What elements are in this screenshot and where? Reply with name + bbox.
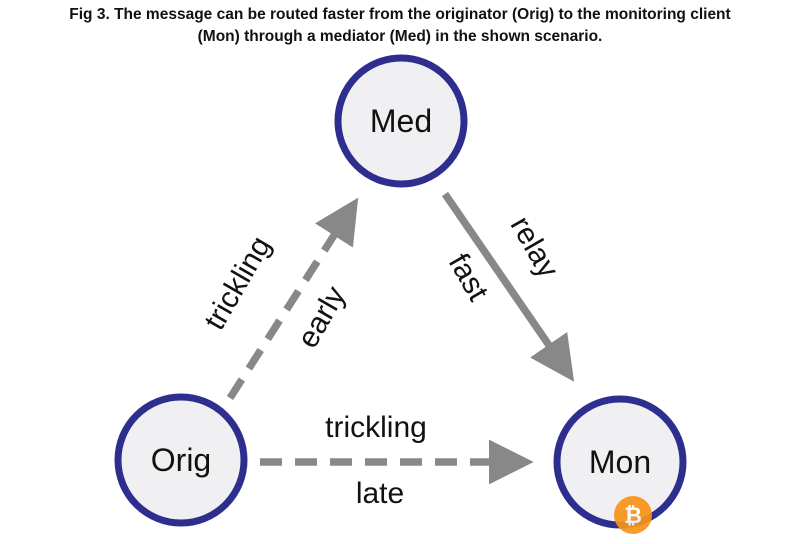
node-mon-label: Mon <box>589 444 651 480</box>
edge-orig-med-label-bottom: early <box>291 281 352 354</box>
node-orig-label: Orig <box>151 442 211 478</box>
node-mon: Mon <box>553 395 687 529</box>
edge-med-mon <box>441 191 575 382</box>
edge-orig-mon-label-top: trickling <box>325 411 427 444</box>
caption-line-2: (Mon) through a mediator (Med) in the sh… <box>197 28 603 45</box>
svg-text:₿: ₿ <box>624 504 642 529</box>
caption-line-1: Fig 3. The message can be routed faster … <box>69 6 731 23</box>
figure-caption: Fig 3. The message can be routed faster … <box>0 4 800 48</box>
edge-orig-mon-label-bottom: late <box>356 477 404 510</box>
edge-med-mon-label-top: relay <box>504 211 565 284</box>
edge-orig-med-label-top: trickling <box>198 231 277 336</box>
node-med-label: Med <box>370 103 432 139</box>
node-med: Med <box>334 54 468 188</box>
node-orig: Orig <box>114 393 248 527</box>
bitcoin-icon: ₿ <box>614 496 652 534</box>
